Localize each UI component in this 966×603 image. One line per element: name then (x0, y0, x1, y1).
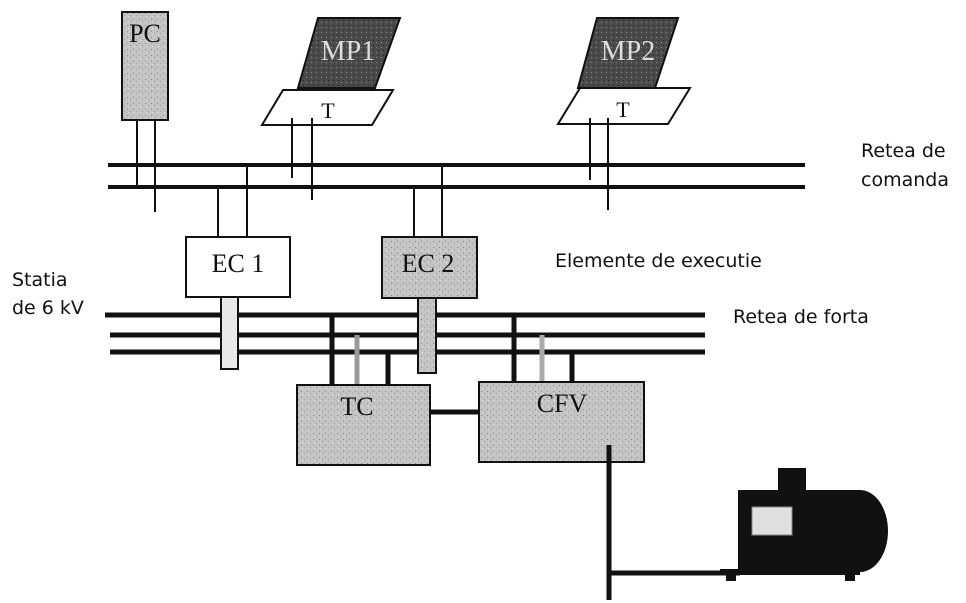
pc-label: PC (129, 19, 161, 48)
terminal1-label: T (321, 98, 335, 123)
ec2-sleeve (417, 297, 437, 374)
station-label: Statia de 6 kV (12, 269, 84, 319)
control-network-label: Retea de comanda (861, 140, 952, 191)
ec1-sleeve (220, 296, 239, 370)
motor-icon (720, 468, 888, 581)
motor-feed-line (606, 445, 740, 600)
power-network-bus (105, 312, 705, 355)
laptop-mp1: MP1 T (260, 17, 402, 200)
power-network-label: Retea de forta (733, 306, 869, 328)
ec2-label: EC 2 (402, 249, 455, 278)
pc-device: PC (121, 11, 169, 212)
ec1-label: EC 1 (212, 249, 265, 278)
mp1-label: MP1 (321, 36, 375, 67)
laptop-mp2: MP2 T (556, 17, 692, 210)
execution-elements-label: Elemente de executie (555, 250, 762, 272)
mp2-label: MP2 (601, 36, 655, 67)
terminal2-label: T (616, 97, 630, 122)
tc-unit: TC (296, 315, 431, 466)
cfv-label: CFV (537, 389, 588, 418)
cfv-unit: CFV (478, 315, 645, 463)
tc-label: TC (340, 392, 373, 421)
control-network-bus (108, 163, 805, 189)
